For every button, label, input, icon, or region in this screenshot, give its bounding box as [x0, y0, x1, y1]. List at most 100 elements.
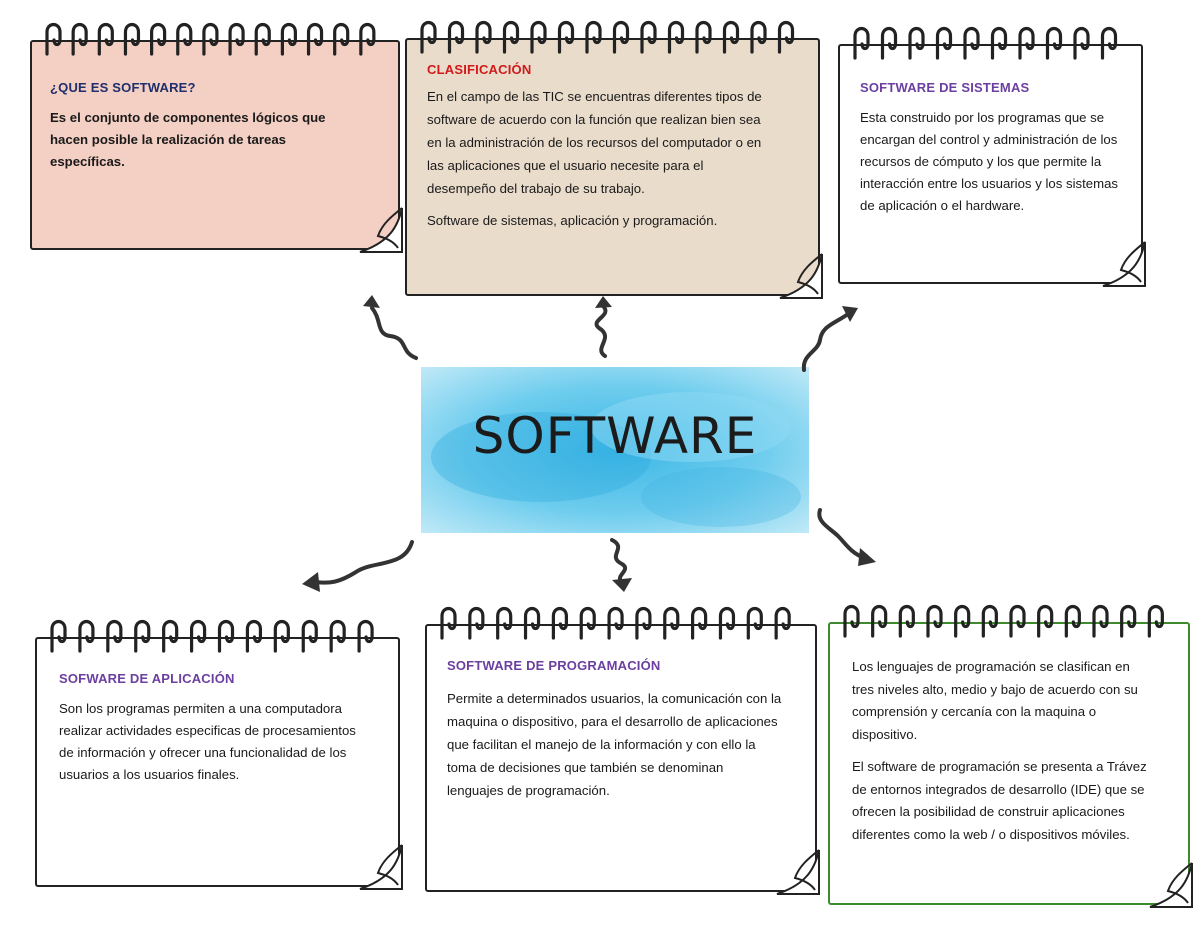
spiral-rings: [440, 606, 791, 640]
spiral-ring: [718, 606, 736, 640]
spiral-ring: [551, 606, 568, 640]
spiral-ring: [981, 604, 998, 638]
spiral-ring: [162, 619, 179, 653]
spiral-ring: [176, 22, 193, 56]
spiral-ring: [78, 619, 95, 653]
spiral-ring: [880, 26, 898, 60]
card-paper: [405, 38, 820, 296]
spiral-ring: [1147, 604, 1164, 638]
spiral-ring: [1100, 26, 1118, 60]
page-curl-icon: [779, 253, 823, 299]
spiral-ring: [134, 619, 151, 653]
spiral-ring: [97, 22, 114, 56]
card-title: ¿QUE ES SOFTWARE?: [50, 80, 196, 95]
card-title: SOFTWARE DE PROGRAMACIÓN: [447, 658, 661, 673]
page-curl-icon: [359, 844, 403, 890]
spiral-ring: [45, 22, 62, 56]
spiral-rings: [853, 26, 1118, 60]
spiral-ring: [333, 22, 350, 56]
card-text: Es el conjunto de componentes lógicos qu…: [50, 110, 326, 169]
spiral-ring: [1009, 604, 1026, 638]
spiral-ring: [963, 26, 980, 60]
card-text: En el campo de las TIC se encuentras dif…: [427, 89, 762, 196]
spiral-ring: [695, 20, 712, 54]
page-curl-icon: [776, 849, 820, 895]
spiral-ring: [612, 20, 630, 54]
spiral-ring: [607, 606, 624, 640]
spiral-ring: [557, 20, 575, 54]
spiral-ring: [359, 22, 376, 56]
spiral-rings: [420, 20, 795, 54]
spiral-ring: [843, 604, 860, 638]
spiral-rings: [45, 22, 376, 56]
card-software-de-aplicacion: SOFWARE DE APLICACIÓN Son los programas …: [35, 615, 403, 890]
card-software-de-sistemas: SOFTWARE DE SISTEMAS Esta construido por…: [838, 22, 1146, 287]
spiral-ring: [106, 619, 123, 653]
spiral-ring: [853, 26, 870, 60]
spiral-ring: [468, 606, 485, 640]
spiral-ring: [746, 606, 763, 640]
spiral-ring: [579, 606, 596, 640]
spiral-ring: [585, 20, 602, 54]
spiral-ring: [990, 26, 1008, 60]
card-text: Permite a determinados usuarios, la comu…: [447, 691, 782, 798]
page-curl-icon: [1149, 862, 1193, 908]
spiral-ring: [530, 20, 547, 54]
spiral-ring: [691, 606, 708, 640]
spiral-ring: [50, 619, 67, 653]
spiral-ring: [908, 26, 925, 60]
arrow-up-left: [363, 295, 418, 360]
spiral-ring: [1018, 26, 1035, 60]
spiral-ring: [329, 619, 346, 653]
spiral-ring: [202, 22, 219, 56]
card-text: Son los programas permiten a una computa…: [59, 701, 356, 782]
spiral-ring: [1045, 26, 1063, 60]
spiral-ring: [1120, 604, 1137, 638]
page-curl-icon: [359, 207, 403, 253]
card-lenguajes-de-programacion: Los lenguajes de programación se clasifi…: [828, 600, 1193, 908]
spiral-ring: [150, 22, 167, 56]
arrow-up-center: [594, 296, 612, 358]
spiral-ring: [420, 20, 437, 54]
spiral-ring: [750, 20, 767, 54]
spiral-rings: [50, 619, 374, 653]
spiral-ring: [774, 606, 791, 640]
central-title: SOFTWARE: [472, 407, 758, 465]
spiral-ring: [475, 20, 492, 54]
spiral-ring: [280, 22, 297, 56]
card-paper: [30, 40, 400, 250]
spiral-ring: [935, 26, 953, 60]
spiral-ring: [71, 22, 88, 56]
card-software-de-programacion: SOFTWARE DE PROGRAMACIÓN Permite a deter…: [425, 602, 820, 895]
card-title: SOFTWARE DE SISTEMAS: [860, 80, 1030, 95]
spiral-ring: [1073, 26, 1090, 60]
card-title: CLASIFICACIÓN: [427, 62, 532, 77]
arrow-up-right: [801, 306, 858, 372]
card-text: Los lenguajes de programación se clasifi…: [852, 659, 1138, 742]
spiral-rings: [843, 604, 1164, 638]
spiral-ring: [926, 604, 943, 638]
watercolor-background: [421, 367, 809, 533]
card-title: SOFWARE DE APLICACIÓN: [59, 671, 235, 686]
central-topic: SOFTWARE: [421, 367, 809, 533]
card-text: El software de programación se presenta …: [852, 759, 1147, 842]
spiral-ring: [440, 606, 457, 640]
spiral-ring: [502, 20, 520, 54]
arrow-down-right: [817, 508, 876, 566]
spiral-ring: [254, 22, 271, 56]
card-paper: [425, 624, 817, 892]
card-paper: [35, 637, 400, 887]
card-que-es-software: ¿QUE ES SOFTWARE? Es el conjunto de comp…: [30, 18, 403, 253]
spiral-ring: [640, 20, 657, 54]
spiral-ring: [447, 20, 465, 54]
spiral-ring: [777, 20, 795, 54]
spiral-ring: [667, 20, 685, 54]
spiral-ring: [1092, 604, 1109, 638]
spiral-ring: [898, 604, 915, 638]
spiral-ring: [357, 619, 374, 653]
spiral-ring: [228, 22, 245, 56]
spiral-ring: [1064, 604, 1081, 638]
card-paper: [828, 622, 1190, 905]
spiral-ring: [954, 604, 971, 638]
spiral-ring: [273, 619, 290, 653]
